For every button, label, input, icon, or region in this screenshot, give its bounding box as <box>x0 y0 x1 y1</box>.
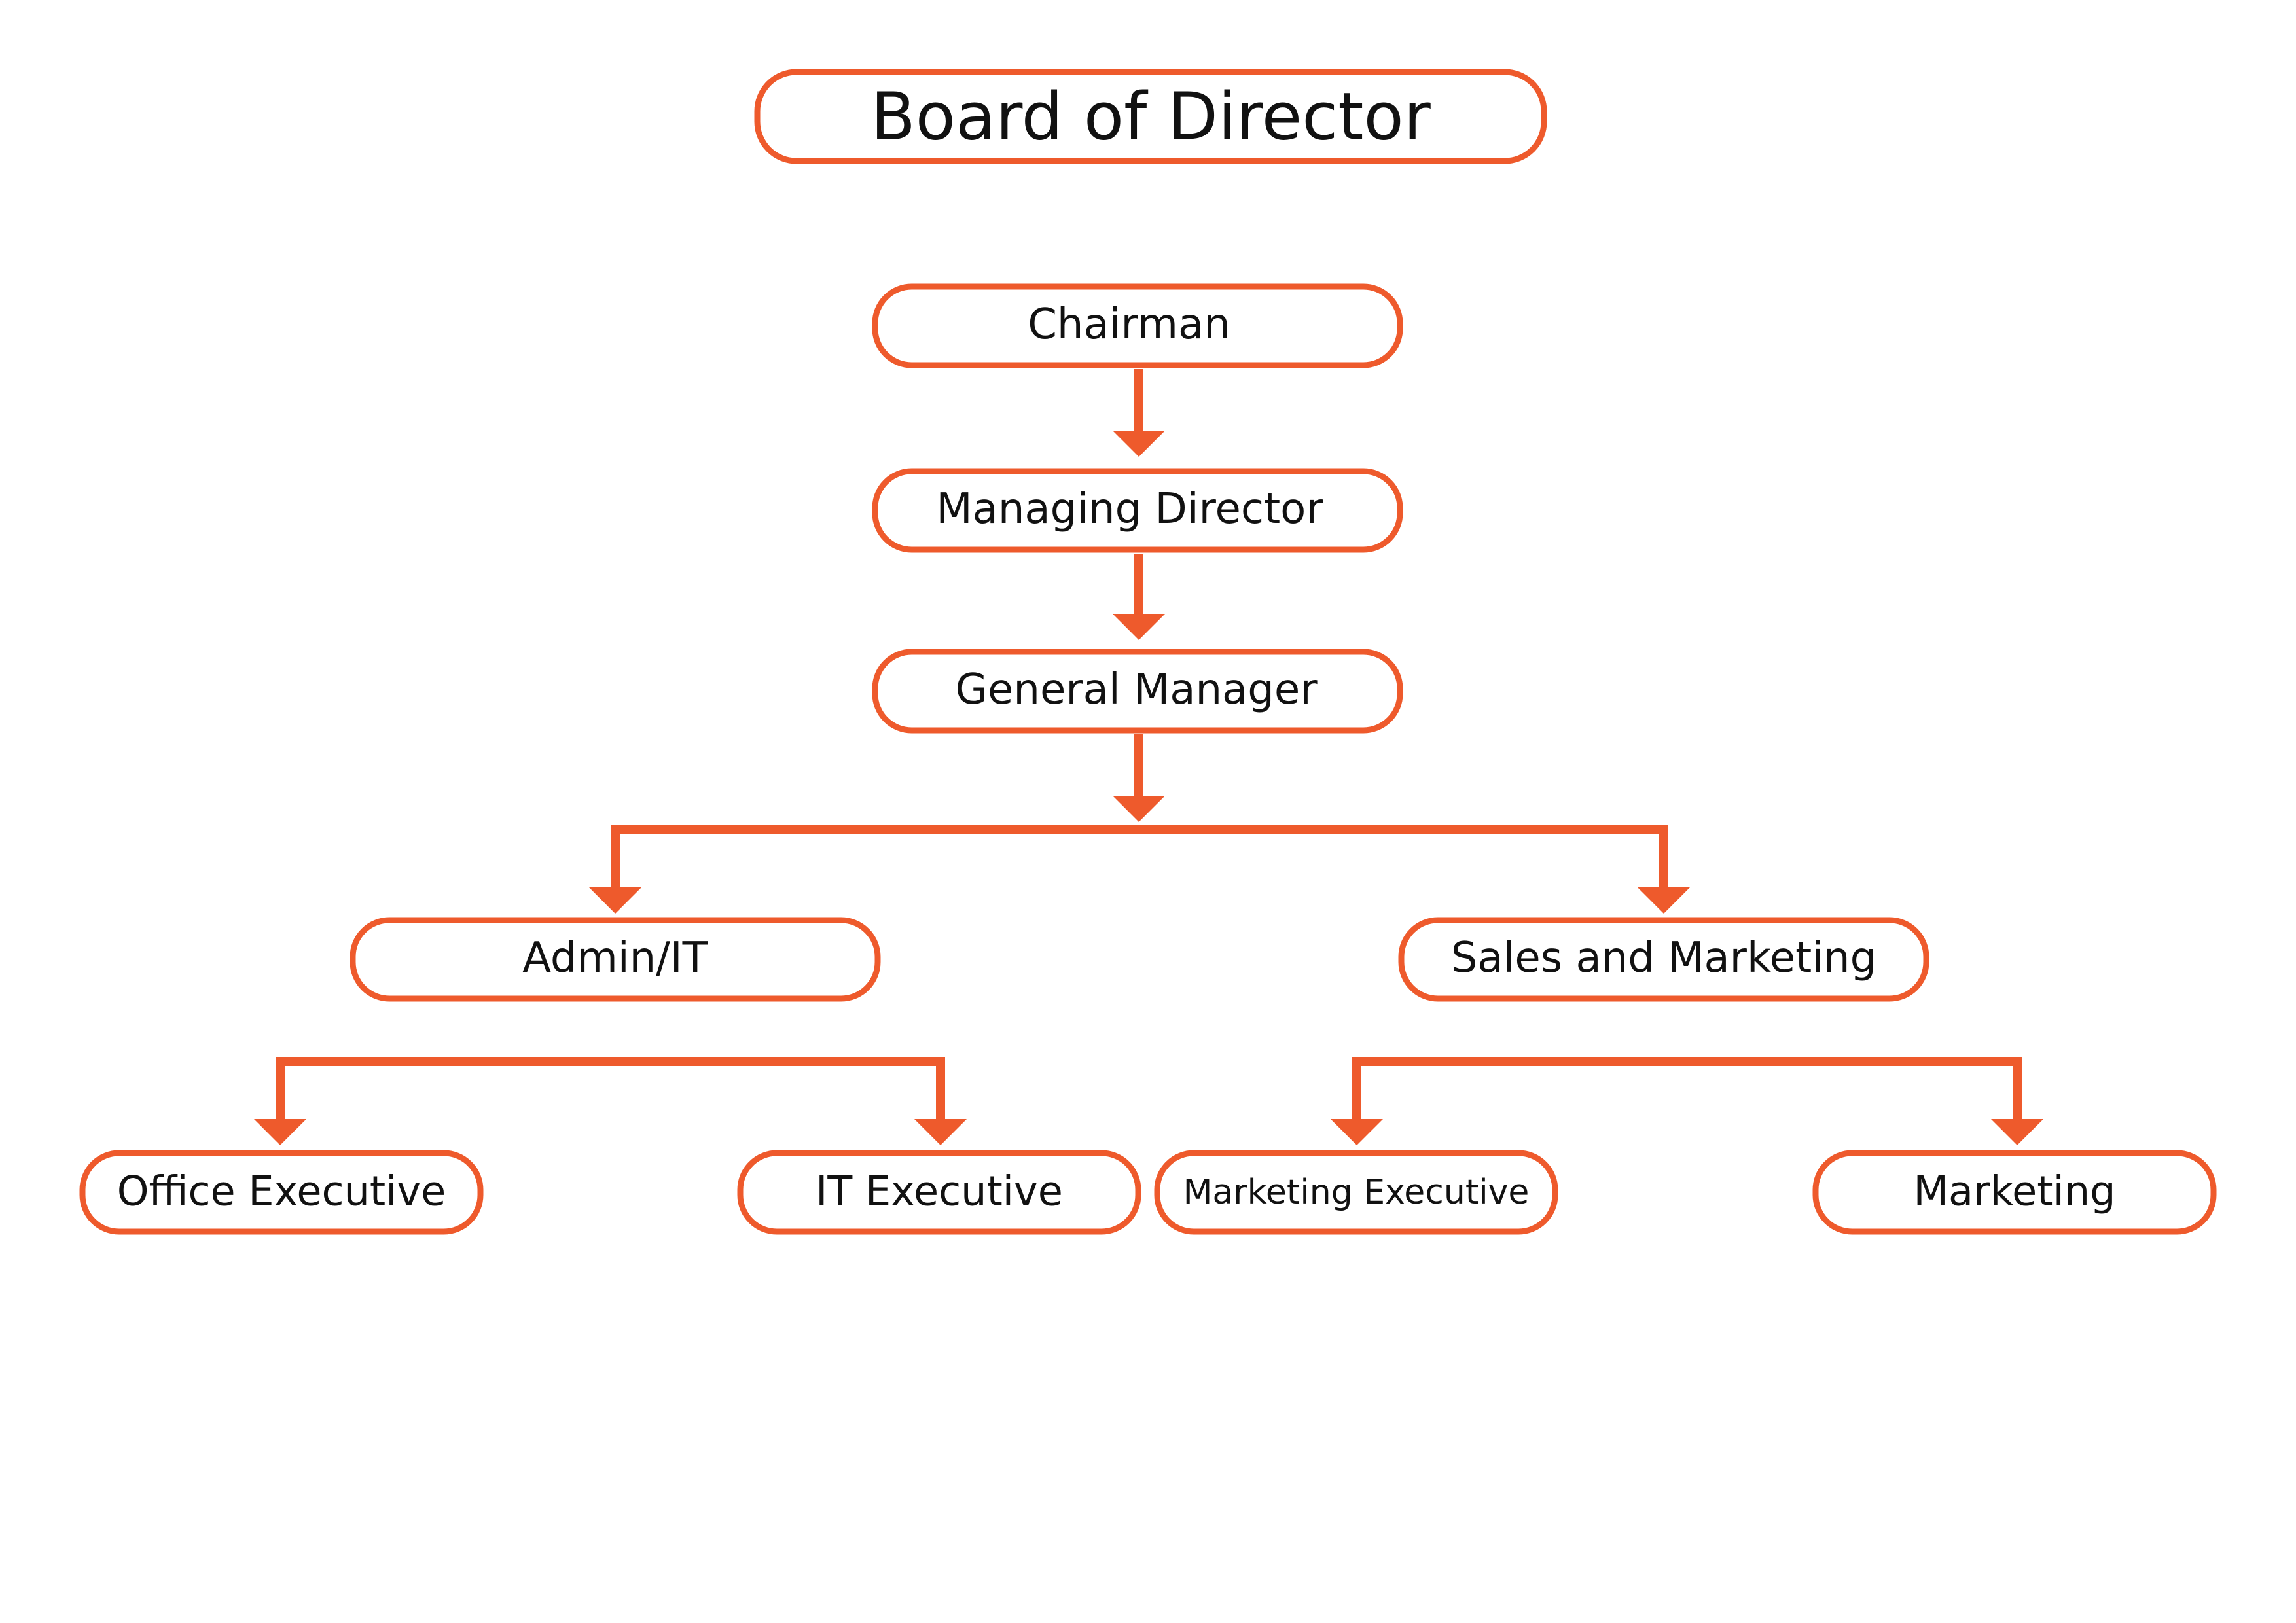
node-marketing-executive: Marketing Executive <box>1154 1150 1558 1235</box>
node-label: Chairman <box>1028 300 1230 349</box>
diagram-title: Board of Director <box>870 79 1431 155</box>
title-box: Board of Director <box>754 69 1547 164</box>
node-label: IT Executive <box>816 1168 1063 1215</box>
node-admin-it: Admin/IT <box>350 917 881 1002</box>
edge-chairman-to-managing-director <box>1113 369 1165 457</box>
arrow-down-icon <box>589 887 641 914</box>
node-managing-director: Managing Director <box>872 468 1403 553</box>
arrow-down-icon <box>1113 614 1165 640</box>
node-chairman: Chairman <box>872 283 1403 368</box>
node-label: Managing Director <box>936 485 1323 533</box>
node-label: Marketing <box>1913 1168 2115 1215</box>
arrow-down-icon <box>254 1119 306 1145</box>
arrow-down-icon <box>1113 796 1165 822</box>
arrow-down-icon <box>1638 887 1690 914</box>
node-label: Marketing Executive <box>1183 1173 1530 1212</box>
edge-general-manager-to-departments <box>589 825 1690 914</box>
arrow-down-icon <box>1331 1119 1383 1145</box>
arrow-down-icon <box>1113 431 1165 457</box>
node-office-executive: Office Executive <box>79 1150 484 1235</box>
arrow-down-icon <box>1991 1119 2043 1145</box>
node-label: Admin/IT <box>522 934 708 982</box>
node-marketing: Marketing <box>1812 1150 2217 1235</box>
node-general-manager: General Manager <box>872 649 1403 734</box>
node-label: General Manager <box>955 666 1318 714</box>
node-label: Sales and Marketing <box>1451 934 1876 982</box>
nodes: Chairman Managing Director General Manag… <box>79 283 2217 1235</box>
edge-general-manager-to-junction <box>1113 734 1165 822</box>
node-it-executive: IT Executive <box>737 1150 1141 1235</box>
connectors <box>254 369 2043 1145</box>
edge-managing-director-to-general-manager <box>1113 554 1165 640</box>
node-sales-marketing: Sales and Marketing <box>1398 917 1929 1002</box>
node-label: Office Executive <box>117 1168 446 1215</box>
edge-admin-it-to-executives <box>254 1057 967 1145</box>
edge-sales-marketing-to-marketing-roles <box>1331 1057 2043 1145</box>
arrow-down-icon <box>914 1119 967 1145</box>
